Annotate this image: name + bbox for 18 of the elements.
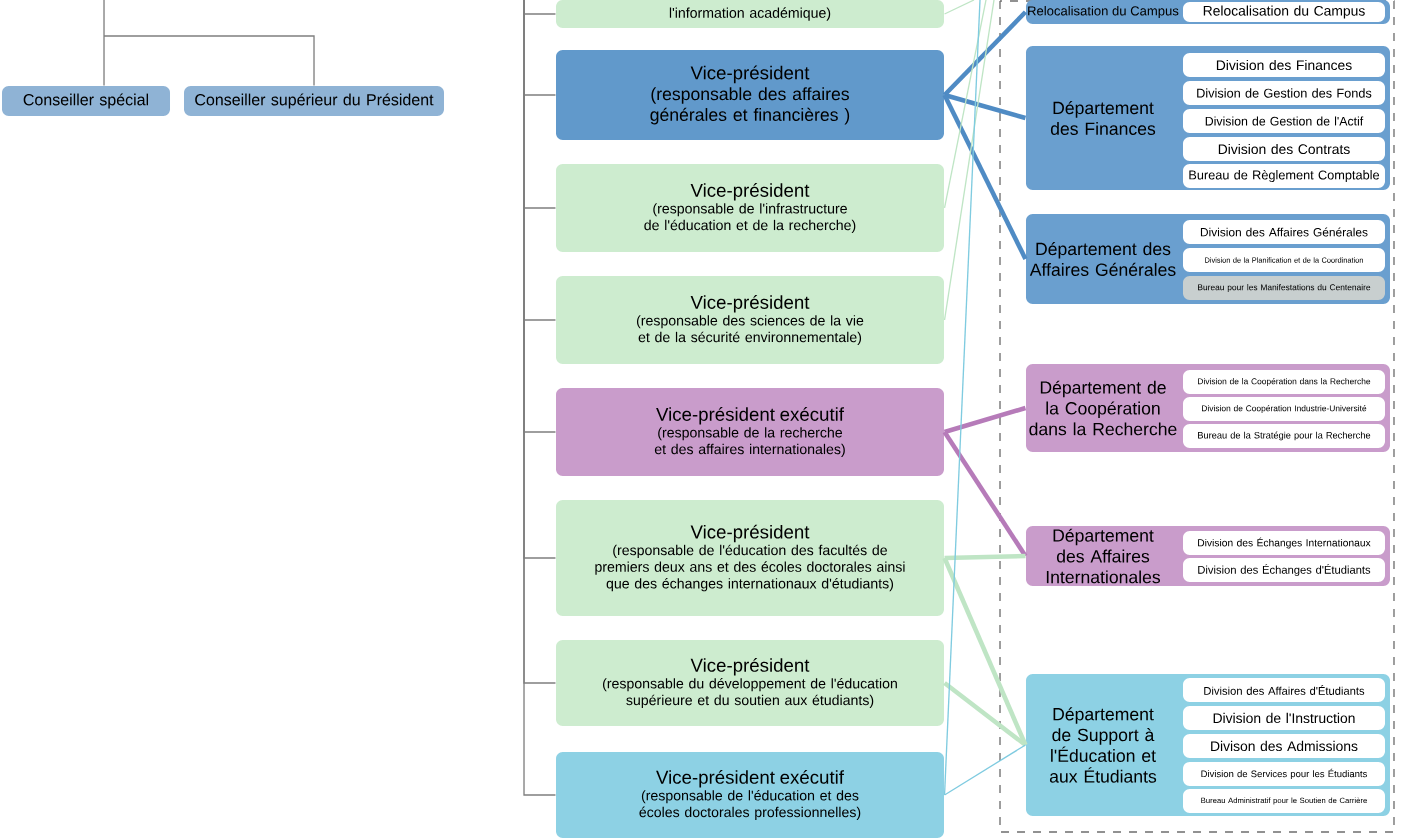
connector-line [942,10,1028,97]
connector-line [943,0,987,209]
connector-line [942,430,1028,558]
connector-line [943,0,975,15]
advisor-box: Conseiller spécial [2,86,170,116]
advisor-box: Conseiller supérieur du Président [184,86,444,116]
connector-line [943,0,995,321]
connector-line [943,405,1027,435]
connector-line [103,35,315,87]
vice-president-box: Vice-président (responsable des affaires générales et financières ) [556,50,944,140]
connector-line [103,0,105,87]
connector-line [943,681,1027,747]
connector-line [944,553,1026,561]
connector-line [943,92,1027,121]
connector-line [943,0,981,796]
connector-line [942,94,1028,260]
connector-line [943,744,1027,796]
connector-line [942,557,1028,746]
